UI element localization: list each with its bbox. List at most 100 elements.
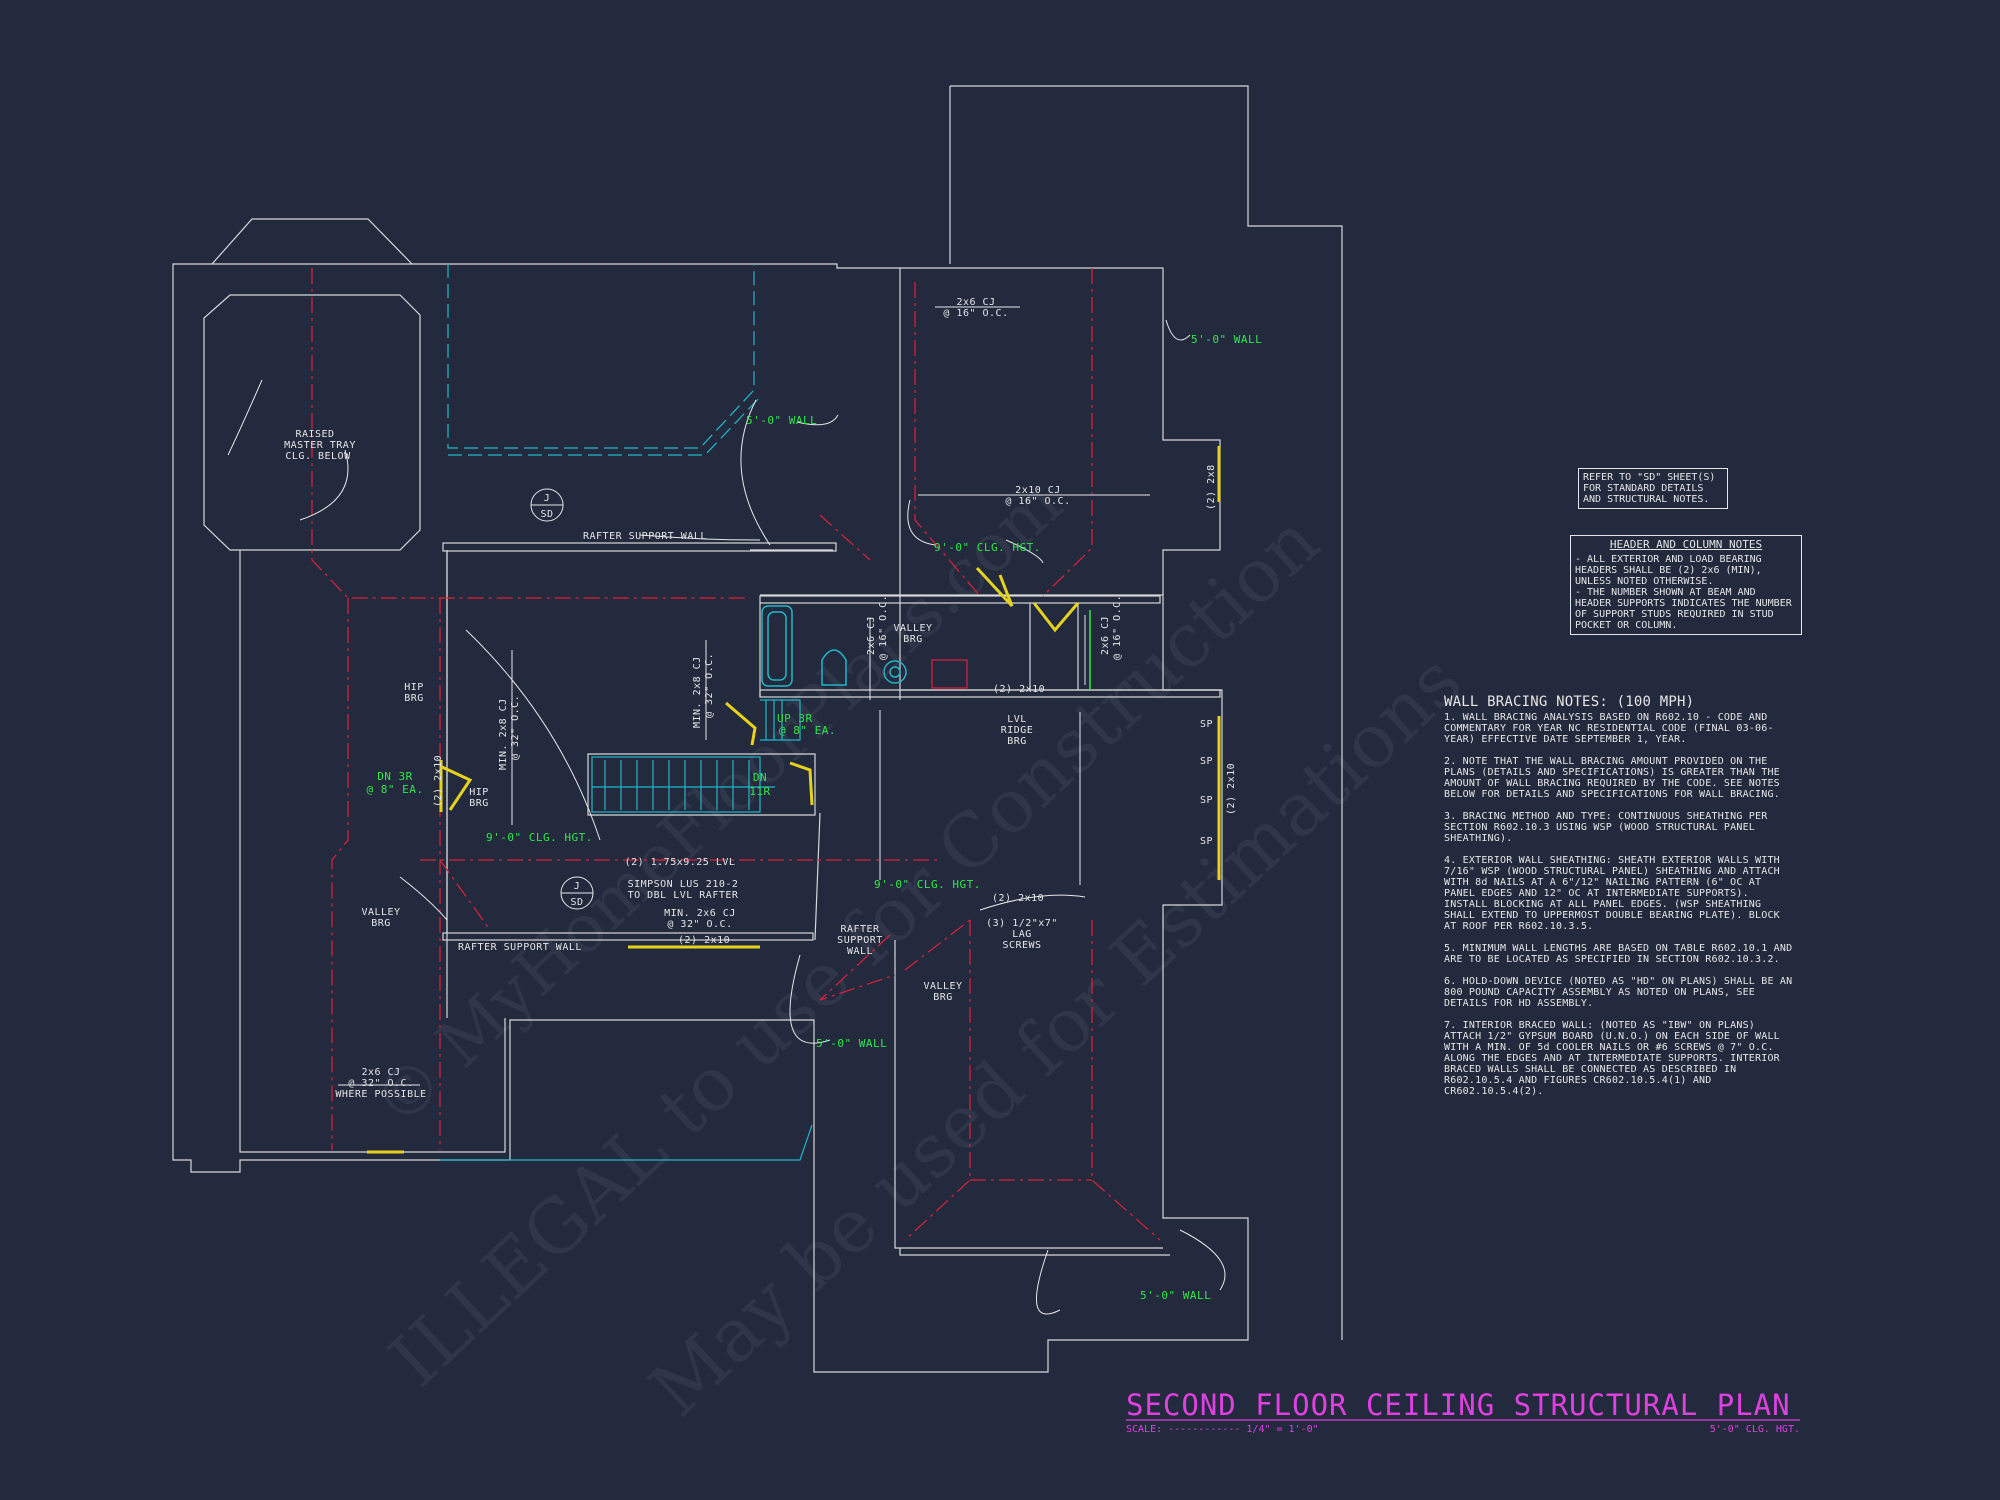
overhang-lines [447,264,761,456]
rafter-support-3: WALL [847,946,873,957]
fixtures [761,605,907,687]
wall-bracing-note-3: 3. BRACING METHOD AND TYPE: CONTINUOUS S… [1444,811,1774,844]
plan-scale: SCALE: ------------ 1/4" = 1'-0" [1126,1424,1319,1435]
cj-2x6-vert-b2: @ 16" O.C. [1112,595,1123,660]
hip-brg-2a: HIP [469,787,489,798]
valley-brg-1a: VALLEY [893,623,932,634]
sp-4: SP [1200,836,1213,847]
section-marker-2: J SD [560,876,594,910]
cyan-line [440,1124,813,1161]
up-3r-1: UP 3R [777,712,813,725]
simpson-1: SIMPSON LUS 210-2 [628,879,739,890]
clg-9ft-c: 9'-0" CLG. HGT. [874,878,981,891]
plan-clg-hgt: 5'-0" CLG. HGT. [1710,1424,1800,1435]
cj-2x10-2: @ 16" O.C. [1005,496,1070,507]
cj-2x8-min-2: @ 32" O.C. [510,695,521,760]
marker-sd: SD [540,509,553,520]
cj-where-2: @ 32" O.C. [348,1078,413,1089]
wall-bracing-note-6: 6. HOLD-DOWN DEVICE (NOTED AS "HD" ON PL… [1444,976,1799,1009]
header-2x10-b: (2) 2x10 [993,684,1045,695]
dn-11r-1: DN [753,771,767,784]
wall-bracing-note-4: 4. EXTERIOR WALL SHEATHING: SHEATH EXTER… [1444,855,1787,932]
lvl-label: (2) 1.75x9.25 LVL [625,857,736,868]
lvl-ridge-3: BRG [1007,736,1027,747]
valley-brg-2b: BRG [371,918,391,929]
wall-bracing-note-5: 5. MINIMUM WALL LENGTHS ARE BASED ON TAB… [1444,943,1799,965]
cj-2x6-vert-b1: 2x6 CJ [1100,616,1111,655]
clg-9ft-b: 9'-0" CLG. HGT. [486,831,593,844]
valley-brg-2a: VALLEY [361,907,400,918]
wall-bracing-heading: WALL BRACING NOTES: (100 MPH) [1444,694,1695,710]
header-note-2: - THE NUMBER SHOWN AT BEAM AND HEADER SU… [1575,587,1792,631]
wall-5ft-d: 5'-0" WALL [1140,1289,1211,1302]
wall-5ft-b: 5'-0" WALL [1191,333,1262,346]
sp-2: SP [1200,756,1213,767]
raised-tray-3: CLG. BELOW [285,451,351,462]
header-2x10-d: (2) 2x10 [678,935,730,946]
labels: RAISED MASTER TRAY CLG. BELOW RAFTER SUP… [284,297,1262,1302]
wall-bracing-notes: WALL BRACING NOTES: (100 MPH) 1. WALL BR… [1444,694,1799,1108]
wall-bracing-note-2: 2. NOTE THAT THE WALL BRACING AMOUNT PRO… [1444,756,1787,800]
rafter-support-2: SUPPORT [837,935,883,946]
lvl-ridge-2: RIDGE [1001,725,1034,736]
cj-2x6-top-1: 2x6 CJ [956,297,995,308]
cj-2x8-min-b1: MIN. 2x8 CJ [692,656,703,728]
washer-box [931,659,968,689]
stairs [591,699,801,813]
dn-11r-2: 11R [749,785,770,798]
dn-3r-1: DN 3R [377,770,413,783]
dimension-lines [338,306,1150,1086]
up-3r-2: @ 8" EA. [779,724,836,737]
marker-j: J [544,493,551,504]
valley-brg-3a: VALLEY [923,981,962,992]
sp-1: SP [1200,719,1213,730]
lvl-ridge-1: LVL [1007,714,1027,725]
cj-where-1: 2x6 CJ [361,1067,400,1078]
lag-3: SCREWS [1002,940,1041,951]
hip-brg-1a: HIP [404,682,424,693]
header-notes-heading: HEADER AND COLUMN NOTES [1609,538,1763,551]
simpson-2: TO DBL LVL RAFTER [628,890,739,901]
sp-3: SP [1200,795,1213,806]
clg-9ft-a: 9'-0" CLG. HGT. [934,541,1041,554]
lag-2: LAG [1012,929,1032,940]
cj-where-3: WHERE POSSIBLE [335,1089,426,1100]
refer-note-text: REFER TO "SD" SHEET(S) FOR STANDARD DETA… [1583,472,1716,505]
header-2x8: (2) 2x8 [1206,464,1217,510]
section-marker-1: J SD [530,488,564,522]
header-note-1: - ALL EXTERIOR AND LOAD BEARING HEADERS … [1575,554,1762,587]
hip-brg-2b: BRG [469,798,489,809]
cj-2x10-1: 2x10 CJ [1015,485,1061,496]
wall-bracing-note-1: 1. WALL BRACING ANALYSIS BASED ON R602.1… [1444,712,1774,745]
wall-5ft-c: 5'-0" WALL [816,1037,887,1050]
lag-1: (3) 1/2"x7" [986,918,1058,929]
raised-tray-2: MASTER TRAY [284,440,356,451]
cj-2x8-min-1: MIN. 2x8 CJ [498,698,509,770]
rafter-support-1: RAFTER [840,924,880,935]
cj-min-2x6-1: MIN. 2x6 CJ [664,908,736,919]
wall-bracing-note-7: 7. INTERIOR BRACED WALL: (NOTED AS "IBW"… [1444,1020,1787,1097]
hip-brg-1b: BRG [404,693,424,704]
marker-j-2: J [574,881,581,892]
cj-2x8-min-b2: @ 32" O.C. [704,653,715,718]
cj-min-2x6-2: @ 32" O.C. [667,919,732,930]
cj-2x6-top-2: @ 16" O.C. [943,308,1008,319]
refer-note: REFER TO "SD" SHEET(S) FOR STANDARD DETA… [1578,468,1728,509]
cj-2x6-vert-a1: 2x6 CJ [866,616,877,655]
cj-2x6-vert-a2: @ 16" O.C. [878,595,889,660]
plan-title: SECOND FLOOR CEILING STRUCTURAL PLAN [1126,1388,1791,1422]
title-block: SECOND FLOOR CEILING STRUCTURAL PLAN SCA… [1126,1388,1800,1435]
rafter-support-wall: RAFTER SUPPORT WALL [583,531,707,542]
leaders [227,319,1226,1315]
header-2x10-a: (2) 2x10 [433,755,444,807]
marker-sd-2: SD [570,897,583,908]
headers [367,446,1221,1154]
header-2x10-c: (2) 2x10 [992,893,1044,904]
wall-5ft-a: 5'-0" WALL [746,414,817,427]
valley-brg-1b: BRG [903,634,923,645]
raised-tray-1: RAISED [295,429,334,440]
header-column-notes: HEADER AND COLUMN NOTES - ALL EXTERIOR A… [1570,535,1802,635]
roof-lines [311,268,1161,1241]
dn-3r-2: @ 8" EA. [367,783,424,796]
